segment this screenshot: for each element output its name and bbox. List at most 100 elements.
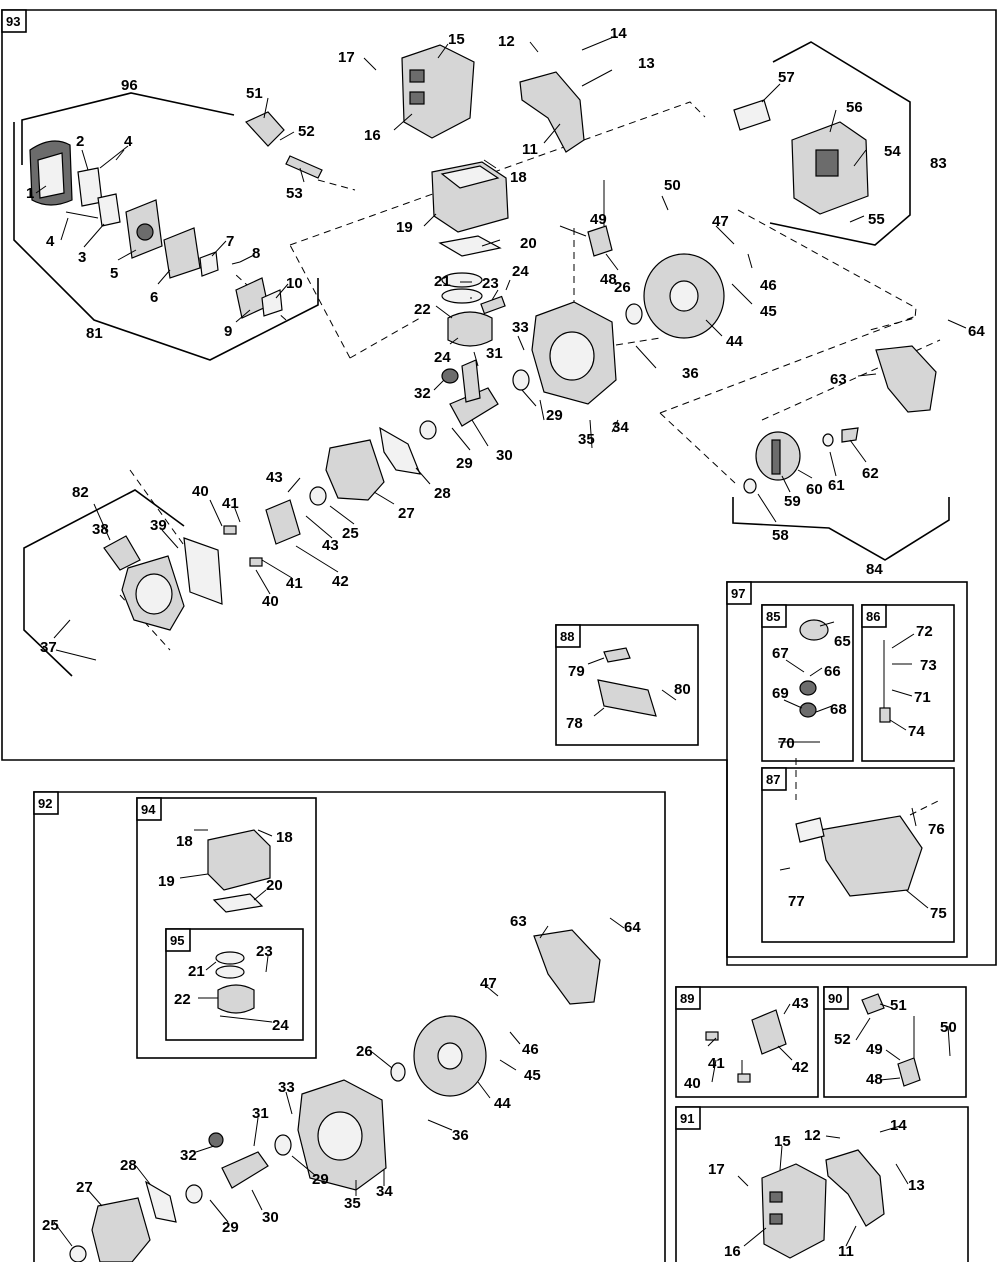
clutch-bolt [841,427,859,443]
p92-crankcase [297,1079,387,1191]
panel-86-frame [861,604,955,762]
panel-87-label: 87 [766,772,780,787]
panel-90-tag [823,986,849,1010]
callout-5: 5 [110,265,118,282]
guard-bracket [597,679,657,717]
callout-36: 36 [682,365,699,382]
panel-87-frame [761,767,955,943]
panel-85-frame [761,604,854,762]
panel-87-tag [761,767,787,791]
callout-60: 60 [806,481,823,498]
p91-callout-12: 12 [804,1127,821,1144]
p92-callout-32: 32 [180,1147,197,1164]
p92-callout-24: 24 [272,1017,289,1034]
panel-90-label: 90 [828,991,842,1006]
callout-34: 34 [612,419,629,436]
callout-96: 96 [121,77,138,94]
callout-58: 58 [772,527,789,544]
callout-52: 52 [298,123,315,140]
p89-pawl-upper [705,1031,719,1041]
clutch-spacer [822,433,834,447]
callout-48: 48 [600,271,617,288]
assembly-84-bracket [732,497,950,561]
callout-70: 70 [778,735,795,752]
callout-68: 68 [830,701,847,718]
p89-pawl-lower [737,1073,751,1083]
callout-21: 21 [434,273,451,290]
callout-62: 62 [862,465,879,482]
p90-throttle-bracket [897,1057,921,1087]
crankcase-seal [419,420,437,440]
callout-13: 13 [638,55,655,72]
panel-91-tag [675,1106,701,1130]
panel-92-frame [33,791,666,1262]
callout-63: 63 [830,371,847,388]
p89-callout-43: 43 [792,995,809,1012]
callout-42: 42 [332,573,349,590]
callout-55: 55 [868,211,885,228]
callout-1: 1 [26,185,34,202]
callout-31: 31 [486,345,503,362]
callout-77: 77 [788,893,805,910]
panel-95-tag [165,928,191,952]
main-bearing [309,486,327,506]
p92-callout-18-right: 18 [276,829,293,846]
panel-97-frame [726,581,968,958]
panel-95-frame [165,928,304,1041]
callout-26: 26 [614,279,631,296]
p90-callout-50: 50 [940,1019,957,1036]
p92-crankshaft [221,1151,269,1189]
p92-callout-28: 28 [120,1157,137,1174]
connecting-rod [461,359,481,403]
p92-seal [390,1062,406,1082]
p89-callout-42: 42 [792,1059,809,1076]
assembly-83-bracket [769,41,911,246]
p90-plug-boot [861,993,885,1015]
p92-callout-26: 26 [356,1043,373,1060]
callout-10: 10 [286,275,303,292]
panel-86-tag [861,604,887,628]
callout-53: 53 [286,185,303,202]
wrist-pin [480,295,506,315]
callout-41-lower: 41 [286,575,303,592]
callout-49: 49 [590,211,607,228]
callout-57: 57 [778,69,795,86]
carburetor [163,227,201,279]
callout-50: 50 [664,177,681,194]
p92-crankcase-half [91,1197,151,1262]
callout-24-top: 24 [512,263,529,280]
callout-23: 23 [482,275,499,292]
crankcase-gasket [379,426,421,475]
callout-78: 78 [566,715,583,732]
callout-41-upper: 41 [222,495,239,512]
callout-73: 73 [920,657,937,674]
p89-callout-41: 41 [708,1055,725,1072]
panel-86-label: 86 [866,609,880,624]
p90-callout-52: 52 [834,1031,851,1048]
panel-91-frame [675,1106,969,1262]
pawl-lower [249,557,263,567]
callout-12: 12 [498,33,515,50]
callout-64: 64 [968,323,985,340]
p92-needle-bearing [208,1132,224,1148]
p92-bearing [274,1134,292,1156]
callout-39: 39 [150,517,167,534]
air-filter-base-port [136,223,154,241]
panel-92-label: 92 [38,796,52,811]
callout-25: 25 [342,525,359,542]
p92-callout-27: 27 [76,1179,93,1196]
callout-45: 45 [760,303,777,320]
callout-22: 22 [414,301,431,318]
callout-56: 56 [846,99,863,116]
callout-14: 14 [610,25,627,42]
fuel-cap [799,619,829,641]
p92-piston [217,984,255,1014]
p92-callout-19: 19 [158,873,175,890]
p92-callout-44: 44 [494,1095,511,1112]
fan-shroud [875,345,937,413]
panel-95-label: 95 [170,933,184,948]
p92-callout-31: 31 [252,1105,269,1122]
assembly-96-bracket [21,92,235,165]
piston [447,311,493,347]
panel-88-frame [555,624,699,746]
